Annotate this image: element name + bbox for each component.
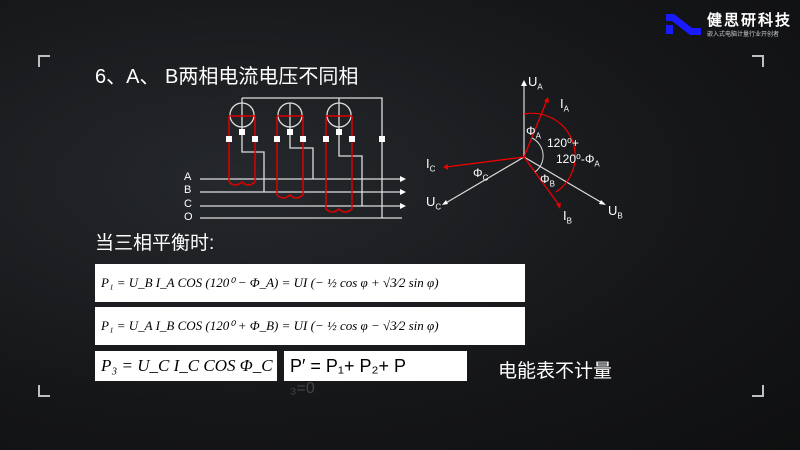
phasor-phia: ΦA [526,124,541,141]
logo-icon [666,14,701,35]
formula-overflow: ₃=0 [290,380,315,397]
page-title: 6、A、 B两相电流电压不同相 [95,66,359,88]
phasor-angle1: 120⁰+ [547,136,579,150]
corner-mark [752,385,764,397]
corner-mark [38,385,50,397]
phasor-ib: IB [563,208,572,226]
phasor-ub: UB [608,203,623,221]
phasor-ua: UA [528,74,543,92]
logo-tagline: 嵌入式电脑计量行业开创者 [707,32,780,38]
line-label-c: C [184,198,192,210]
corner-mark [752,55,764,67]
phasor-phib: ΦB [540,172,555,189]
line-label-b: B [184,184,192,196]
formula-p-total: P′ = P₁+ P₂+ P [284,351,467,381]
phasor-ic: IC [426,156,436,174]
line-label-o: O [184,211,193,223]
line-label-a: A [184,171,192,183]
balanced-label: 当三相平衡时: [95,233,215,254]
formula-p1-b: P₁ = U_A I_B COS (120⁰ + Φ_B) = UI (− ½ … [95,307,525,345]
note-text: 电能表不计量 [498,361,613,382]
corner-mark [38,55,50,67]
phasor-ia: IA [560,96,569,114]
phasor-phic: ΦC [473,166,489,183]
formula-p1-a: P₁ = U_B I_A COS (120⁰ − Φ_A) = UI (− ½ … [95,264,525,302]
phasor-uc: UC [426,194,442,212]
logo-name: 健思研科技 [707,12,793,29]
phasor-angle2: 120⁰-ΦA [556,152,600,169]
formula-p3: P₃ = U_C I_C COS Φ_C [95,351,277,381]
